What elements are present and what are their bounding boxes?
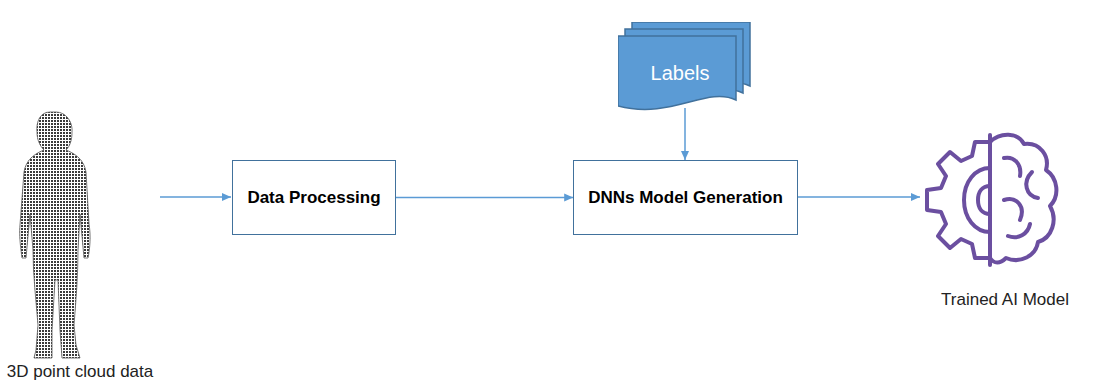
- output-arrow: [796, 196, 920, 198]
- figure-caption: Trained AI Model: [941, 290, 1069, 310]
- point-cloud-figure: [20, 112, 90, 358]
- figure-caption: 3D point cloud data: [7, 362, 154, 382]
- document-label: Labels: [651, 62, 710, 85]
- ai-model-icon: [927, 135, 1056, 265]
- process-box: DNNs Model Generation: [573, 160, 798, 235]
- document-stack: Labels: [618, 22, 752, 120]
- process-box: Data Processing: [232, 160, 395, 235]
- box-label: Data Processing: [247, 188, 380, 208]
- flow-arrow: [684, 108, 686, 160]
- flow-arrow: [396, 197, 574, 199]
- input-arrow: [160, 196, 231, 198]
- box-label: DNNs Model Generation: [588, 188, 783, 208]
